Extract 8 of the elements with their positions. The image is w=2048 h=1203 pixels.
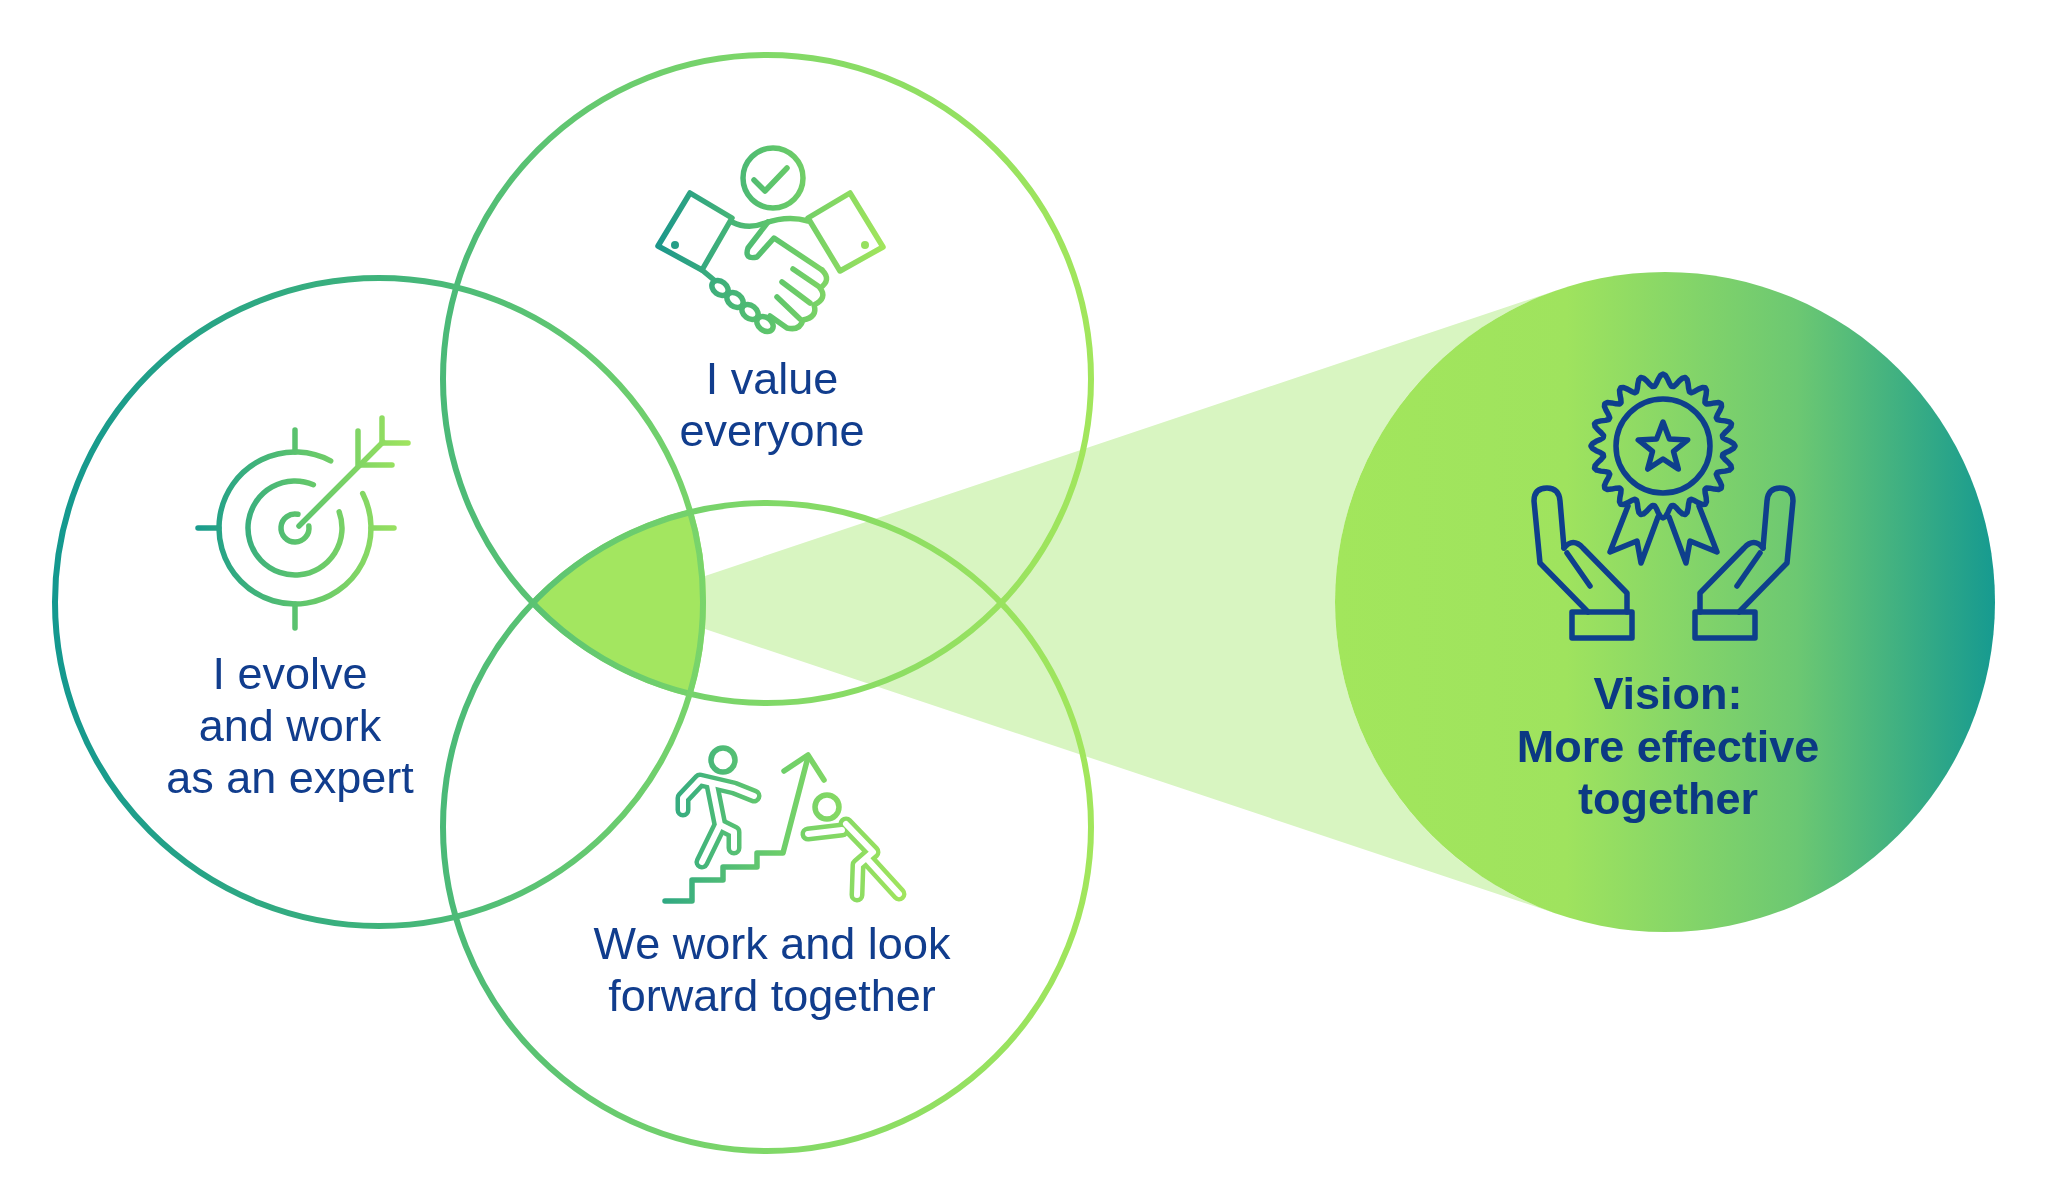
- vision-circle: [1335, 272, 1995, 932]
- venn-circle: [440, 52, 1094, 706]
- circle-label: I value everyone: [678, 353, 866, 457]
- vision-heading: Vision:: [1592, 668, 1744, 720]
- venn-circle: [440, 500, 1094, 1154]
- vision-text: More effective together: [1515, 721, 1821, 825]
- circle-label: We work and look forward together: [592, 918, 952, 1022]
- circle-label: I evolve and work as an expert: [165, 648, 415, 804]
